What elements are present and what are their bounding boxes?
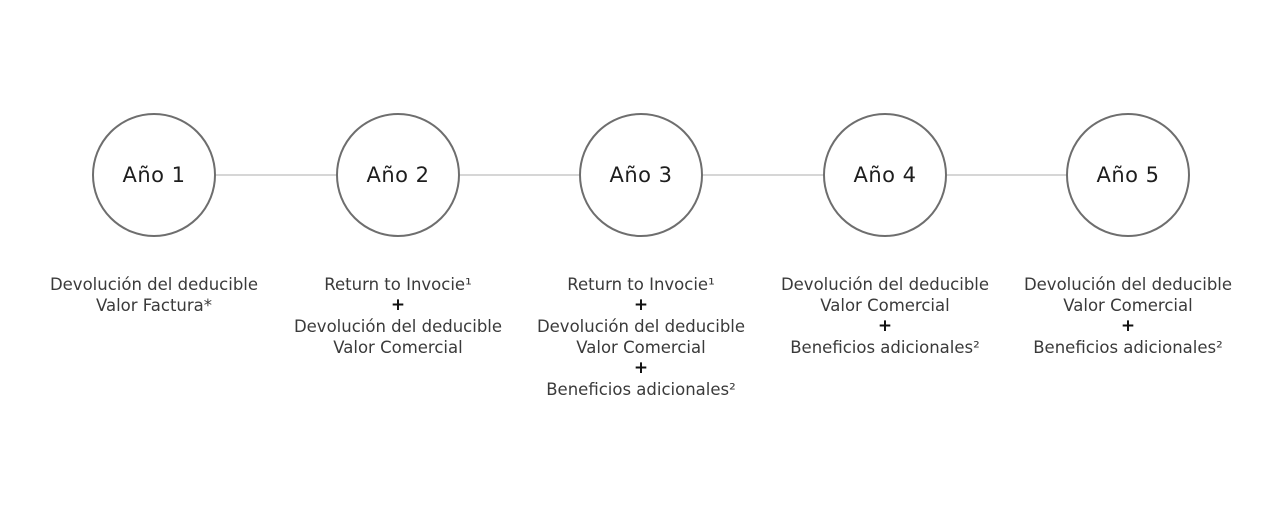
benefit-line: Devolución del deducible: [49, 275, 259, 294]
benefit-line: Valor Comercial: [576, 338, 706, 357]
benefit-line: Devolución del deducible: [536, 317, 746, 336]
step-year-3: Año 3 Return to Invocie¹ + Devolución de…: [521, 113, 761, 400]
connector-line-2-3: [460, 174, 580, 176]
benefit-line: Beneficios adicionales²: [790, 338, 980, 357]
benefit-line: Valor Factura*: [95, 296, 213, 315]
plus-icon: +: [877, 316, 893, 336]
year-label: Año 4: [853, 163, 917, 187]
year-label: Año 3: [609, 163, 673, 187]
benefit-line: Valor Comercial: [1063, 296, 1193, 315]
step-year-5: Año 5 Devolución del deducible Valor Com…: [1008, 113, 1248, 358]
connector-line-4-5: [947, 174, 1067, 176]
step-description: Devolución del deducible Valor Factura*: [34, 274, 274, 316]
year-circle: Año 3: [579, 113, 703, 237]
step-description: Devolución del deducible Valor Comercial…: [1008, 274, 1248, 358]
year-circle: Año 5: [1066, 113, 1190, 237]
step-description: Devolución del deducible Valor Comercial…: [765, 274, 1005, 358]
benefit-line: Devolución del deducible: [780, 275, 990, 294]
plus-icon: +: [390, 295, 406, 315]
benefit-line: Return to Invocie¹: [324, 275, 472, 294]
step-description: Return to Invocie¹ + Devolución del dedu…: [278, 274, 518, 358]
plus-icon: +: [1120, 316, 1136, 336]
benefit-line: Return to Invocie¹: [567, 275, 715, 294]
year-circle: Año 2: [336, 113, 460, 237]
year-label: Año 1: [122, 163, 186, 187]
plus-icon: +: [633, 358, 649, 378]
year-label: Año 5: [1096, 163, 1160, 187]
step-year-4: Año 4 Devolución del deducible Valor Com…: [765, 113, 1005, 358]
connector-line-3-4: [703, 174, 823, 176]
plus-icon: +: [633, 295, 649, 315]
step-year-2: Año 2 Return to Invocie¹ + Devolución de…: [278, 113, 518, 358]
year-label: Año 2: [366, 163, 430, 187]
year-circle: Año 1: [92, 113, 216, 237]
benefit-line: Devolución del deducible: [293, 317, 503, 336]
year-circle: Año 4: [823, 113, 947, 237]
benefit-line: Devolución del deducible: [1023, 275, 1233, 294]
benefit-line: Valor Comercial: [820, 296, 950, 315]
step-year-1: Año 1 Devolución del deducible Valor Fac…: [34, 113, 274, 316]
step-description: Return to Invocie¹ + Devolución del dedu…: [521, 274, 761, 400]
benefit-line: Beneficios adicionales²: [546, 380, 736, 399]
benefit-line: Valor Comercial: [333, 338, 463, 357]
benefit-line: Beneficios adicionales²: [1033, 338, 1223, 357]
connector-line-1-2: [216, 174, 336, 176]
